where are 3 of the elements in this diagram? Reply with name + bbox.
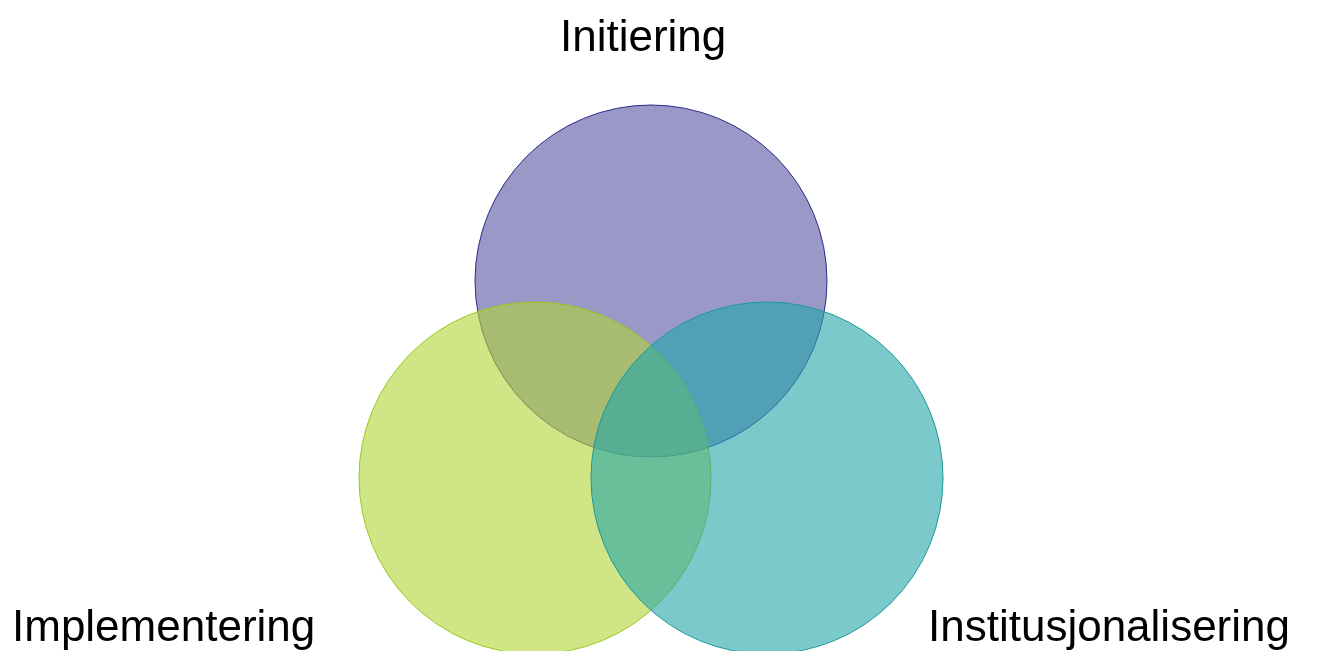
set-label: Institusjonalisering — [928, 600, 1290, 651]
set-label: Initiering — [560, 10, 727, 62]
set-label: Implementering — [12, 600, 316, 651]
